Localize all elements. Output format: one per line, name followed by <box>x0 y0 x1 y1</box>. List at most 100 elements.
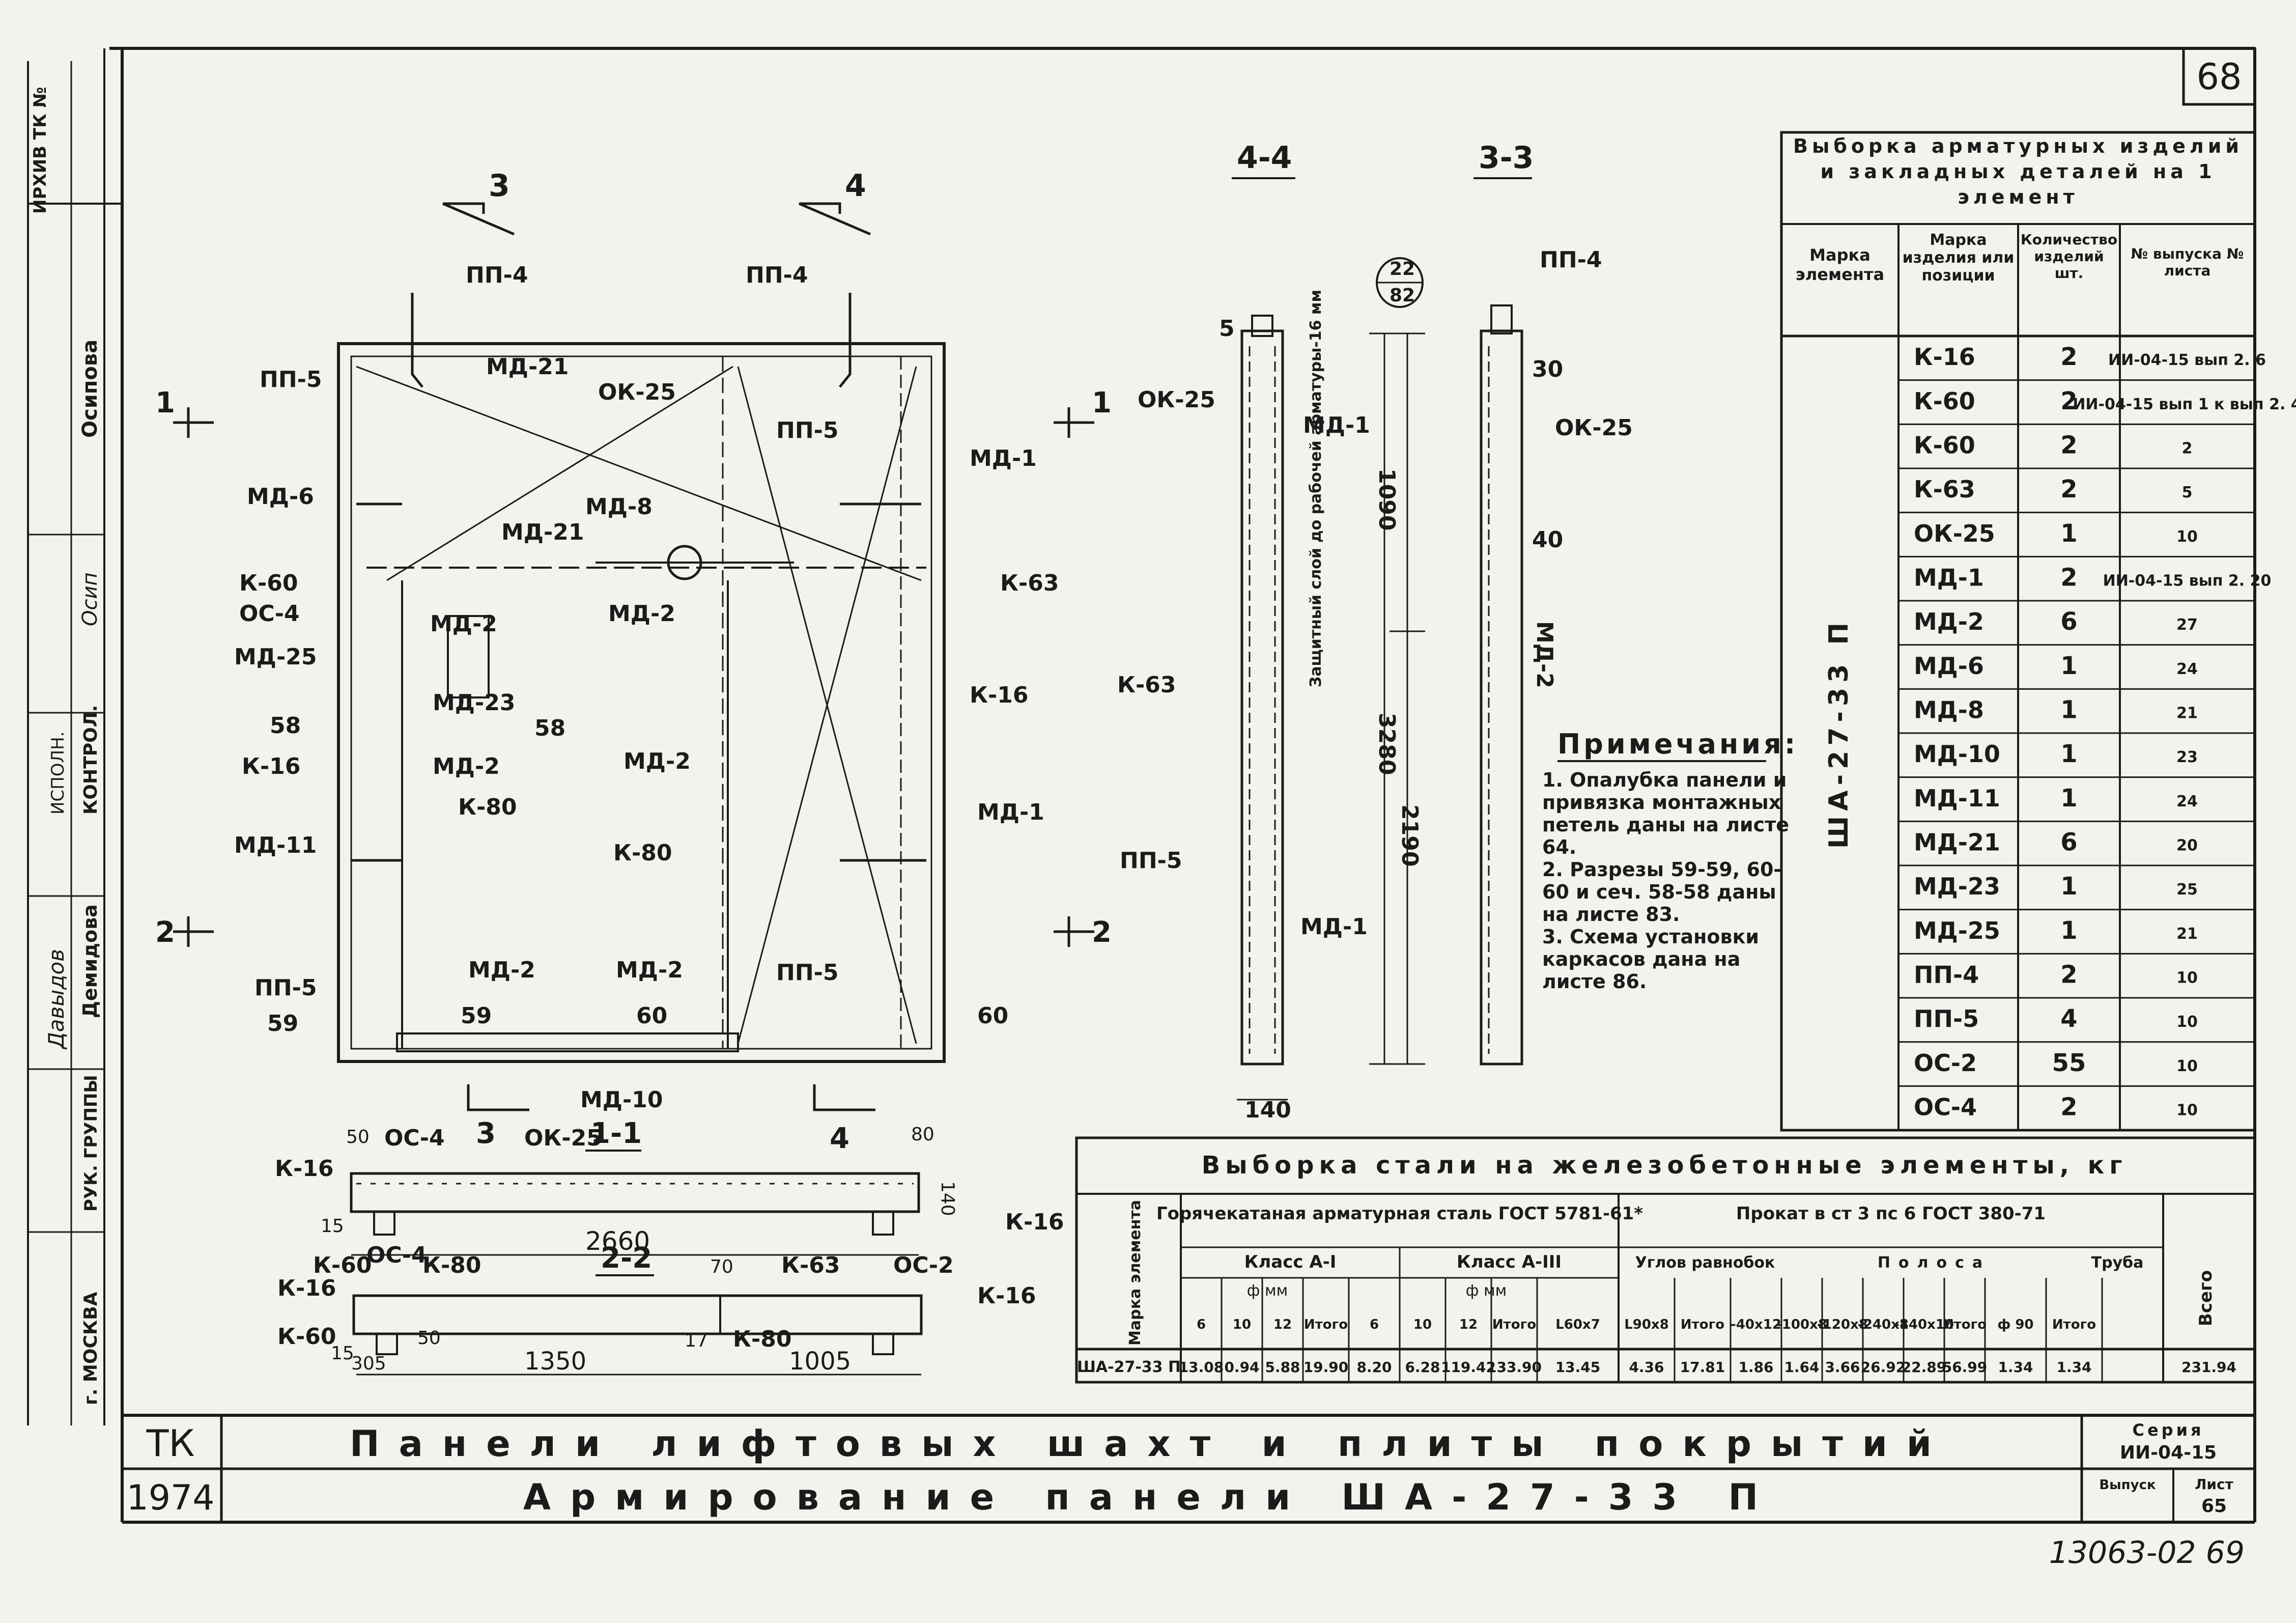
notes-title: Примечания: <box>1557 728 1798 760</box>
sec1-dim-80: 80 <box>911 1124 934 1145</box>
el-label-14: МД-2 <box>608 601 675 627</box>
sheet-number-box: 68 <box>2182 47 2256 106</box>
note-1: 1. Опалубка панели и привязка монтажных … <box>1542 769 1790 858</box>
el-label-3: ОК-25 <box>598 379 676 405</box>
pt-cell-qty: 1 <box>2060 872 2077 901</box>
tb-org: ТК <box>146 1422 194 1465</box>
dim-40: 40 <box>1532 527 1563 553</box>
pt-cell-ref: ИИ-04-15 вып 2. 6 <box>2108 351 2266 369</box>
pt-element-mark: ША-27-33 П <box>1824 618 1854 849</box>
notes-block: Примечания: 1. Опалубка панели и привязк… <box>1542 728 1798 993</box>
pt-cell-qty: 2 <box>2060 1093 2077 1122</box>
st-row-value: 1.34 <box>2056 1359 2091 1376</box>
stamp-name-2: Осип <box>78 572 102 626</box>
ann-82: 82 <box>1390 285 1415 306</box>
note-2: 2. Разрезы 59-59, 60-60 и сеч. 58-58 дан… <box>1542 858 1782 926</box>
el-label-17: 58 <box>270 713 301 739</box>
st-subcol-head: L60x7 <box>1555 1317 1600 1332</box>
el-label-8: МД-8 <box>585 494 653 520</box>
pt-cell-mark: К-60 <box>1914 387 1975 415</box>
st-class-a1: Класс А-I <box>1244 1252 1337 1272</box>
st-row-value: 133.90 <box>1487 1359 1542 1376</box>
sec1-label-2: ОК-25 <box>524 1125 602 1151</box>
st-subcol-head: 6 <box>1370 1317 1379 1332</box>
el-label-27: МД-2 <box>468 957 535 983</box>
side-stamp: ИРХИВ ТК № Осипова Осип КОНТРОЛ. Демидов… <box>27 61 104 1425</box>
pt-cell-qty: 4 <box>2060 1004 2077 1033</box>
pt-cell-mark: ПП-4 <box>1914 961 1979 989</box>
el-label-1: ПП-4 <box>746 262 808 288</box>
sec1-dim-2660: 2660 <box>585 1226 650 1256</box>
el-label-21: МД-2 <box>623 748 691 774</box>
el-label-19: К-16 <box>242 753 300 779</box>
dim-5: 5 <box>1219 316 1235 342</box>
st-phi-mm-2: ф мм <box>1466 1282 1507 1300</box>
pt-cell-qty: 1 <box>2060 519 2077 548</box>
el-label-4: ПП-5 <box>260 367 322 393</box>
section-2-2: 2-2 70 50 15 305 17 1350 1005 К-60 ОС-4 … <box>277 1242 1036 1376</box>
elevation-labels: 3 4 1 1 2 2 3 4 ПП-4 ПП-4 МД-21 ОК-25 ПП… <box>155 168 1112 1155</box>
cut-2-right: 2 <box>1092 916 1112 949</box>
pt-cell-mark: МД-2 <box>1914 608 1984 635</box>
st-subcol-head: Итого <box>1304 1317 1348 1332</box>
pt-cell-mark: МД-21 <box>1914 829 2000 856</box>
bottom-code: 13063-02 69 <box>2049 1535 2245 1571</box>
st-class-a3: Класс А-III <box>1457 1252 1562 1272</box>
st-pipe-hdr: Труба <box>2091 1254 2144 1272</box>
pt-cell-ref: 23 <box>2176 748 2198 766</box>
el-label-13: МД-2 <box>430 611 497 637</box>
st-row-value: 6.28 <box>1405 1359 1440 1376</box>
el-label-28: МД-2 <box>616 957 683 983</box>
el-label-9: МД-1 <box>970 445 1037 471</box>
sec2-dim-17: 17 <box>685 1330 708 1351</box>
sec1-label-0: К-16 <box>275 1156 333 1182</box>
sec2-dim-1005: 1005 <box>789 1347 851 1376</box>
pt-cell-mark: МД-23 <box>1914 873 2000 900</box>
pt-head-ref: № выпуска № листа <box>2131 245 2244 279</box>
pt-cell-ref: 27 <box>2176 616 2198 634</box>
st-col-mark: Марка элемента <box>1126 1200 1144 1346</box>
sec2-dim-1350: 1350 <box>524 1347 586 1376</box>
st-row-value: 0.94 <box>1224 1359 1259 1376</box>
st-row-value: 119.42 <box>1441 1359 1496 1376</box>
stamp-archive: ИРХИВ ТК № <box>30 87 50 214</box>
stamp-role-3: РУК. ГРУППЫ <box>81 1075 101 1212</box>
cut-1-left: 1 <box>155 386 175 419</box>
pt-head-mark: Марка изделия или позиции <box>1902 231 2015 285</box>
side-view-4-4: 4-4 5 1090 3280 140 Защитный слой до раб… <box>1117 140 1405 1123</box>
sec2-label-0: К-60 <box>313 1252 372 1278</box>
dim-140: 140 <box>1244 1097 1291 1123</box>
cut-4-bottom: 4 <box>830 1122 849 1155</box>
pt-cell-mark: МД-8 <box>1914 696 1984 724</box>
el-label-24: К-80 <box>613 840 672 866</box>
st-subcol-head: Итого <box>1492 1317 1536 1332</box>
sec1-label-1: ОС-4 <box>384 1125 445 1151</box>
sec-2-2-title: 2-2 <box>601 1242 652 1275</box>
sec2-dim-305: 305 <box>351 1353 386 1374</box>
tb-sheet-label: Лист <box>2195 1476 2233 1493</box>
sec2-label-3: К-63 <box>781 1252 840 1278</box>
pt-cell-ref: 21 <box>2176 925 2198 943</box>
pt-cell-qty: 1 <box>2060 696 2077 724</box>
ann-22: 22 <box>1390 259 1415 279</box>
el-label-16: МД-23 <box>433 690 515 716</box>
title-block: ТК 1974 Панели лифтовых шахт и плиты пок… <box>122 1414 2255 1522</box>
el-label-15: К-63 <box>1000 570 1059 596</box>
view-4-4-title: 4-4 <box>1237 140 1292 176</box>
side-label-7: МД-2 <box>1532 621 1557 688</box>
st-subcol-head: 10 <box>1233 1317 1251 1332</box>
st-row-value: 17.81 <box>1680 1359 1725 1376</box>
st-row-value: 8.20 <box>1356 1359 1392 1376</box>
el-label-22: К-16 <box>970 682 1028 708</box>
pt-cell-mark: ОК-25 <box>1914 520 1995 547</box>
st-subcol-head: 12 <box>1273 1317 1292 1332</box>
el-label-6: МД-6 <box>247 484 314 510</box>
side-label-0: ОК-25 <box>1138 387 1215 413</box>
st-subcol-head: L90x8 <box>1624 1317 1669 1332</box>
el-label-20: МД-2 <box>433 753 500 779</box>
el-label-30: ПП-5 <box>776 960 839 986</box>
sec1-dim-15: 15 <box>321 1216 344 1237</box>
